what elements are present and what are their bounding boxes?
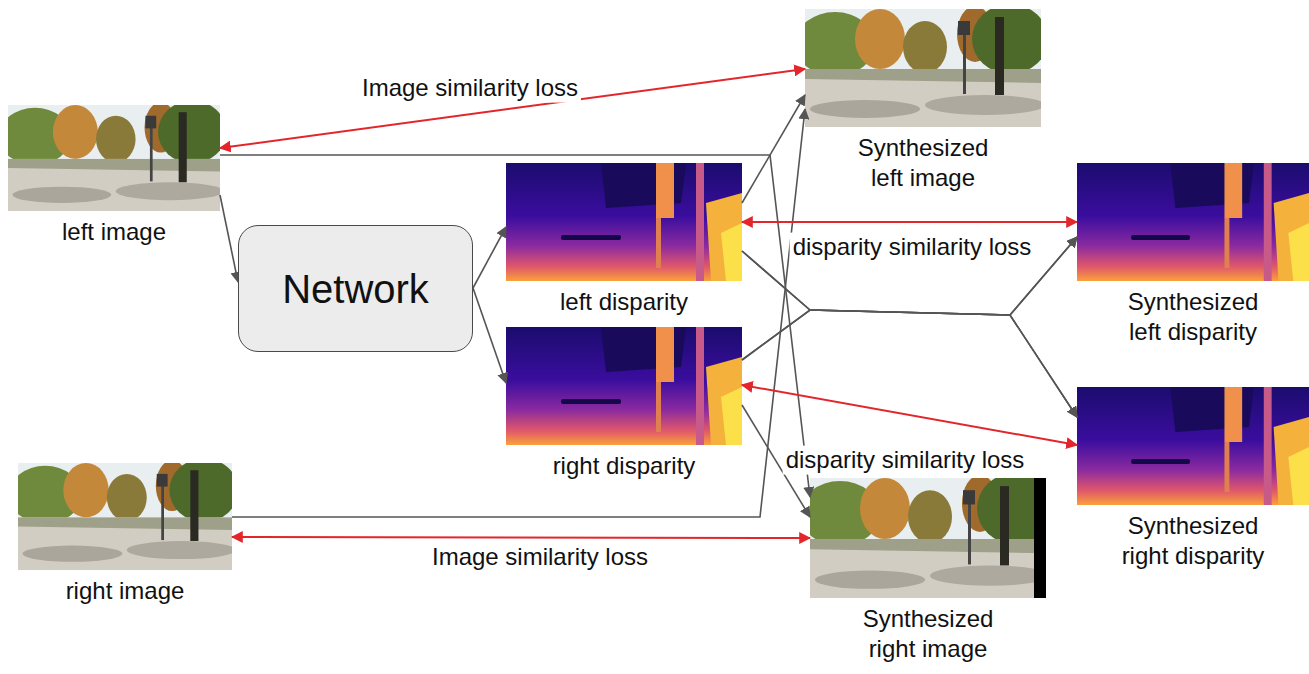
street-photo: [0, 101, 226, 211]
image-panel: Synthesized left disparity: [1077, 163, 1309, 347]
process-box: Network: [238, 225, 473, 352]
loss-arrow: [742, 221, 1077, 223]
flow-arrow: [473, 227, 506, 288]
flow-arrow: [220, 155, 810, 497]
image-caption: Synthesized left disparity: [1111, 287, 1276, 347]
flow-arrow: [220, 195, 238, 282]
image-caption: left disparity: [506, 287, 742, 317]
image-panel: Synthesized right disparity: [1077, 387, 1309, 571]
disparity-map: [1077, 163, 1309, 281]
flow-arrow: [742, 310, 1077, 417]
image-panel: left disparity: [506, 163, 742, 317]
flow-arrow: [742, 251, 1077, 417]
loss-arrow: [742, 385, 1077, 445]
image-caption: Synthesized left image: [841, 133, 1006, 193]
image-caption: right image: [18, 576, 232, 606]
loss-arrow: [232, 537, 810, 538]
disparity-map: [506, 163, 742, 281]
warp-border: [1034, 478, 1046, 598]
flow-arrow: [473, 288, 506, 383]
disparity-map: [1077, 387, 1309, 505]
image-caption: Synthesized right disparity: [1111, 511, 1276, 571]
flow-arrow: [742, 95, 805, 203]
street-photo: [800, 473, 1053, 598]
box-label: Network: [282, 266, 429, 312]
loss-label: disparity similarity loss: [783, 446, 1028, 475]
image-caption: right disparity: [506, 451, 742, 481]
disparity-map: [506, 327, 742, 445]
loss-arrow: [220, 69, 805, 148]
street-photo: [795, 4, 1048, 127]
street-photo: [9, 458, 238, 570]
image-panel: right image: [18, 463, 232, 606]
loss-label: Image similarity loss: [429, 543, 651, 572]
image-panel: right disparity: [506, 327, 742, 481]
image-caption: Synthesized right image: [846, 604, 1011, 664]
image-panel: Synthesized left image: [805, 9, 1041, 193]
image-caption: left image: [8, 217, 220, 247]
image-panel: Synthesized right image: [810, 478, 1046, 664]
loss-label: disparity similarity loss: [790, 233, 1035, 262]
image-panel: left image: [8, 105, 220, 247]
flow-arrow: [232, 109, 805, 517]
loss-label: Image similarity loss: [359, 74, 581, 103]
